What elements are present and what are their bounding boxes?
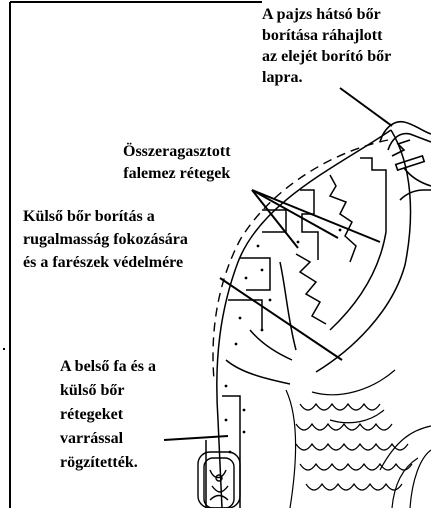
label-line: borítása ráhajlott [262, 25, 391, 46]
label-line: külső bőr [60, 379, 156, 403]
ornament-panel [198, 452, 240, 508]
label-line: lapra. [262, 67, 391, 88]
wood-dots [225, 229, 342, 454]
shield-body [206, 130, 411, 508]
label-line: az elejét borító bőr [262, 46, 391, 67]
label-outer-leather: Külső bőr borítás a rugalmasság fokozásá… [23, 205, 188, 274]
label-line: rétegeket [60, 403, 156, 427]
label-line: rögzítették. [60, 451, 156, 475]
label-stitching: A belső fa és a külső bőr rétegeket varr… [60, 355, 156, 475]
label-back-cover: A pajzs hátsó bőr borítása ráhajlott az … [262, 4, 391, 88]
label-line: varrással [60, 427, 156, 451]
label-line: rugalmasság fokozására [23, 228, 188, 251]
top-fold [380, 122, 431, 200]
label-line: Külső bőr borítás a [23, 205, 188, 228]
label-line: falemez rétegek [123, 163, 231, 185]
label-line: A pajzs hátsó bőr [262, 4, 391, 25]
stray-dot [3, 348, 5, 350]
label-line: A belső fa és a [60, 355, 156, 379]
label-line: és a farészek védelmére [23, 251, 188, 274]
scale-pattern [286, 370, 431, 508]
label-glued-layers: Összeragasztott falemez rétegek [123, 141, 231, 185]
label-line: Összeragasztott [123, 141, 231, 163]
